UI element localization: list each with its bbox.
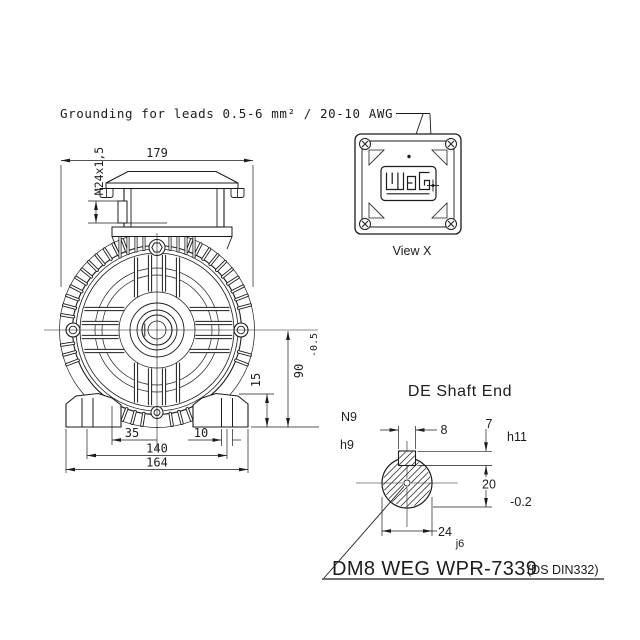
cover-corner-gussets <box>368 149 448 219</box>
terminal-box-rim <box>105 182 239 189</box>
dim-shaft-height-label: 90 <box>292 364 306 378</box>
terminal-box-pad <box>111 226 233 237</box>
motor-centerlines <box>44 233 318 449</box>
dim-shaft-height-tol-label: -0.5 <box>309 333 320 357</box>
terminal-box-lid <box>105 170 239 184</box>
screw-icon <box>445 138 457 150</box>
dim-foot-offset-label: 35 <box>125 426 139 440</box>
dimension-arrowheads <box>61 158 488 533</box>
designation-text: DM8 WEG WPR-7339 <box>332 558 537 580</box>
grounding-point-2 <box>427 179 439 192</box>
diameter-label: 24 <box>438 525 452 539</box>
key-fit-label: h9 <box>340 438 354 452</box>
view-x-detail: View X <box>354 133 462 258</box>
dim-hole-spacing-label: 140 <box>146 442 168 456</box>
terminal-box-body <box>123 187 225 228</box>
screw-icon <box>445 218 457 230</box>
mounting-foot-left <box>65 392 122 428</box>
saddle-fins <box>118 236 196 259</box>
cooling-fins <box>59 238 252 428</box>
shield-ribs <box>81 254 233 406</box>
cable-gland-boss <box>117 200 128 224</box>
view-x-label: View X <box>393 244 432 258</box>
key-height-fit-label: h11 <box>507 430 527 444</box>
diameter-fit-label: j6 <box>455 538 465 550</box>
mounting-foot-right <box>192 392 249 428</box>
dim-slot-width-label: 10 <box>194 426 208 440</box>
dim-width-label: 179 <box>146 146 168 160</box>
grounding-point-1 <box>407 154 411 159</box>
motor-front-view: 179 M24x1,5 90 -0.5 15 35 10 140 164 <box>44 146 320 473</box>
dim-gland-label: M24x1,5 <box>92 147 106 195</box>
title-block: DM8 WEG WPR-7339 (DS DIN332) <box>322 486 604 580</box>
screw-icon <box>359 218 371 230</box>
center-drill-hole <box>403 479 411 487</box>
screw-icon <box>359 138 371 150</box>
dim-foot-height-label: 15 <box>249 373 263 387</box>
key-height-label: 7 <box>486 417 493 431</box>
groove-fit-label: N9 <box>341 410 357 424</box>
cover-screws <box>359 138 457 230</box>
dim-foot-width-label: 164 <box>146 456 168 470</box>
key-hatch <box>399 451 415 466</box>
weg-logo <box>380 165 437 202</box>
keyseat-depth-tol-label: -0.2 <box>510 495 532 509</box>
shaft-end-detail: DE Shaft End N9 h9 8 7 h <box>340 383 532 550</box>
title-leader-line <box>323 486 405 579</box>
key-width-label: 8 <box>441 423 448 437</box>
keyseat-depth-label: 20 <box>482 478 496 492</box>
grounding-note-text: Grounding for leads 0.5-6 mm² / 20-10 AW… <box>60 106 393 121</box>
standard-text: (DS DIN332) <box>527 563 599 577</box>
shaft-end-title: DE Shaft End <box>408 383 512 400</box>
terminal-box <box>99 170 245 250</box>
